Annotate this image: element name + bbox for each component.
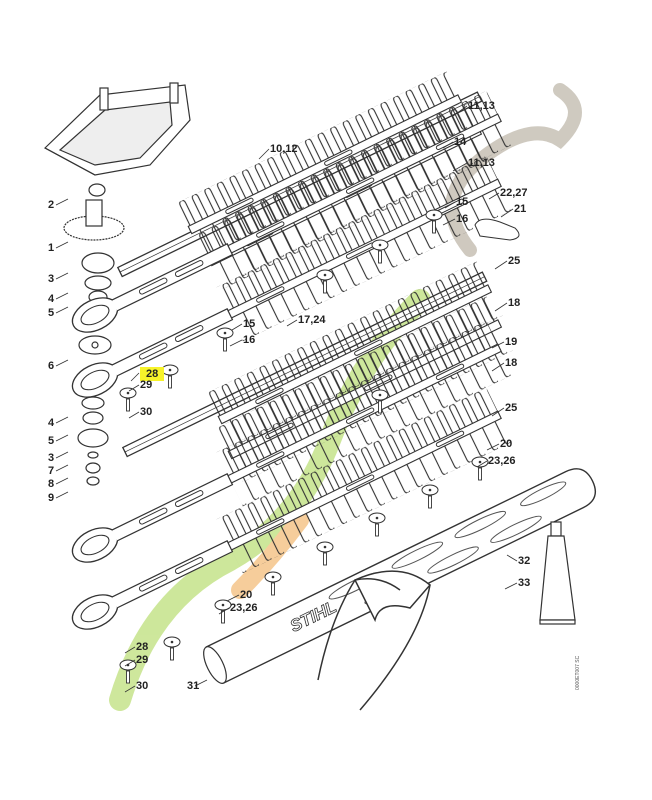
leader-line bbox=[494, 260, 508, 270]
part-label-21[interactable]: 21 bbox=[514, 203, 527, 215]
part-label-22-27[interactable]: 22,27 bbox=[500, 187, 528, 199]
part-label-14[interactable]: 14 bbox=[454, 136, 467, 148]
gearbox-housing bbox=[43, 82, 191, 176]
leader-line bbox=[452, 105, 468, 117]
leader-line bbox=[124, 685, 136, 693]
part-label-19[interactable]: 19 bbox=[505, 336, 518, 348]
cover-plate bbox=[474, 218, 520, 241]
part-label-15[interactable]: 15 bbox=[243, 318, 256, 330]
part-label-4[interactable]: 4 bbox=[48, 293, 55, 305]
part-label-11-13[interactable]: 11,13 bbox=[468, 100, 495, 112]
part-label-1[interactable]: 1 bbox=[48, 242, 55, 254]
leader-line bbox=[124, 646, 136, 654]
leader-line bbox=[194, 679, 208, 687]
part-label-5[interactable]: 5 bbox=[48, 435, 55, 447]
drive-gear-parts bbox=[63, 183, 125, 486]
part-label-29[interactable]: 29 bbox=[136, 654, 149, 666]
part-label-33[interactable]: 33 bbox=[518, 577, 531, 589]
leader-line bbox=[55, 292, 69, 300]
grease-tube bbox=[539, 521, 576, 625]
part-label-4[interactable]: 4 bbox=[48, 417, 55, 429]
leader-line bbox=[128, 411, 140, 419]
part-label-2[interactable]: 2 bbox=[48, 199, 55, 211]
leader-line bbox=[55, 272, 69, 280]
part-label-10-12[interactable]: 10,12 bbox=[270, 143, 298, 155]
leader-line bbox=[128, 384, 140, 392]
drawing-code: 0000ET007 SC bbox=[575, 655, 581, 690]
part-label-32[interactable]: 32 bbox=[518, 555, 531, 567]
part-label-23-26[interactable]: 23,26 bbox=[230, 602, 258, 614]
part-label-8[interactable]: 8 bbox=[48, 478, 55, 490]
leader-line bbox=[486, 443, 500, 451]
leader-line bbox=[226, 594, 240, 602]
leader-line bbox=[491, 407, 505, 417]
part-label-25[interactable]: 25 bbox=[508, 255, 521, 267]
leader-line bbox=[476, 460, 488, 468]
part-label-28[interactable]: 28 bbox=[136, 641, 149, 653]
part-label-3[interactable]: 3 bbox=[48, 452, 55, 464]
leader-line bbox=[286, 319, 298, 327]
part-label-5[interactable]: 5 bbox=[48, 307, 55, 319]
leader-line bbox=[442, 218, 456, 226]
leader-line bbox=[55, 198, 69, 206]
part-label-7[interactable]: 7 bbox=[48, 465, 55, 477]
leader-line bbox=[55, 477, 69, 485]
leader-line bbox=[506, 554, 518, 562]
leader-line bbox=[55, 451, 69, 459]
leader-line bbox=[444, 201, 456, 209]
part-label-15[interactable]: 15 bbox=[456, 196, 469, 208]
leader-line bbox=[500, 208, 514, 218]
part-label-20[interactable]: 20 bbox=[500, 438, 513, 450]
leader-line bbox=[55, 306, 69, 314]
safety-glasses bbox=[317, 570, 432, 711]
leader-line bbox=[229, 339, 243, 347]
leader-line bbox=[55, 359, 69, 367]
part-label-9[interactable]: 9 bbox=[48, 492, 55, 504]
leader-line bbox=[488, 192, 500, 200]
part-label-31[interactable]: 31 bbox=[187, 680, 200, 692]
part-label-16[interactable]: 16 bbox=[243, 334, 256, 346]
part-label-17-24[interactable]: 17,24 bbox=[298, 314, 326, 326]
leader-line bbox=[130, 372, 140, 382]
part-label-11-13[interactable]: 11,13 bbox=[468, 157, 495, 169]
part-label-30[interactable]: 30 bbox=[140, 406, 153, 418]
part-label-30[interactable]: 30 bbox=[136, 680, 149, 692]
leader-line bbox=[55, 416, 69, 424]
part-label-3[interactable]: 3 bbox=[48, 273, 55, 285]
leader-line bbox=[55, 434, 69, 442]
leader-line bbox=[231, 323, 243, 331]
part-label-6[interactable]: 6 bbox=[48, 360, 55, 372]
part-label-18[interactable]: 18 bbox=[508, 297, 521, 309]
part-label-23-26[interactable]: 23,26 bbox=[488, 455, 516, 467]
leader-line bbox=[452, 162, 468, 172]
leader-line bbox=[491, 362, 505, 372]
leader-line bbox=[124, 659, 136, 667]
leader-line bbox=[55, 491, 69, 499]
leader-line bbox=[491, 341, 505, 349]
part-label-29[interactable]: 29 bbox=[140, 379, 153, 391]
part-label-28[interactable]: 28 bbox=[140, 367, 165, 381]
part-label-20[interactable]: 20 bbox=[240, 589, 253, 601]
leader-line bbox=[442, 141, 454, 149]
leader-line bbox=[504, 582, 518, 590]
leader-line bbox=[218, 607, 230, 615]
leader-line bbox=[258, 148, 270, 160]
leader-line bbox=[494, 302, 508, 312]
leader-line bbox=[55, 241, 69, 249]
part-label-25[interactable]: 25 bbox=[505, 402, 518, 414]
part-label-16[interactable]: 16 bbox=[456, 213, 469, 225]
leader-line bbox=[55, 464, 69, 472]
part-label-18[interactable]: 18 bbox=[505, 357, 518, 369]
